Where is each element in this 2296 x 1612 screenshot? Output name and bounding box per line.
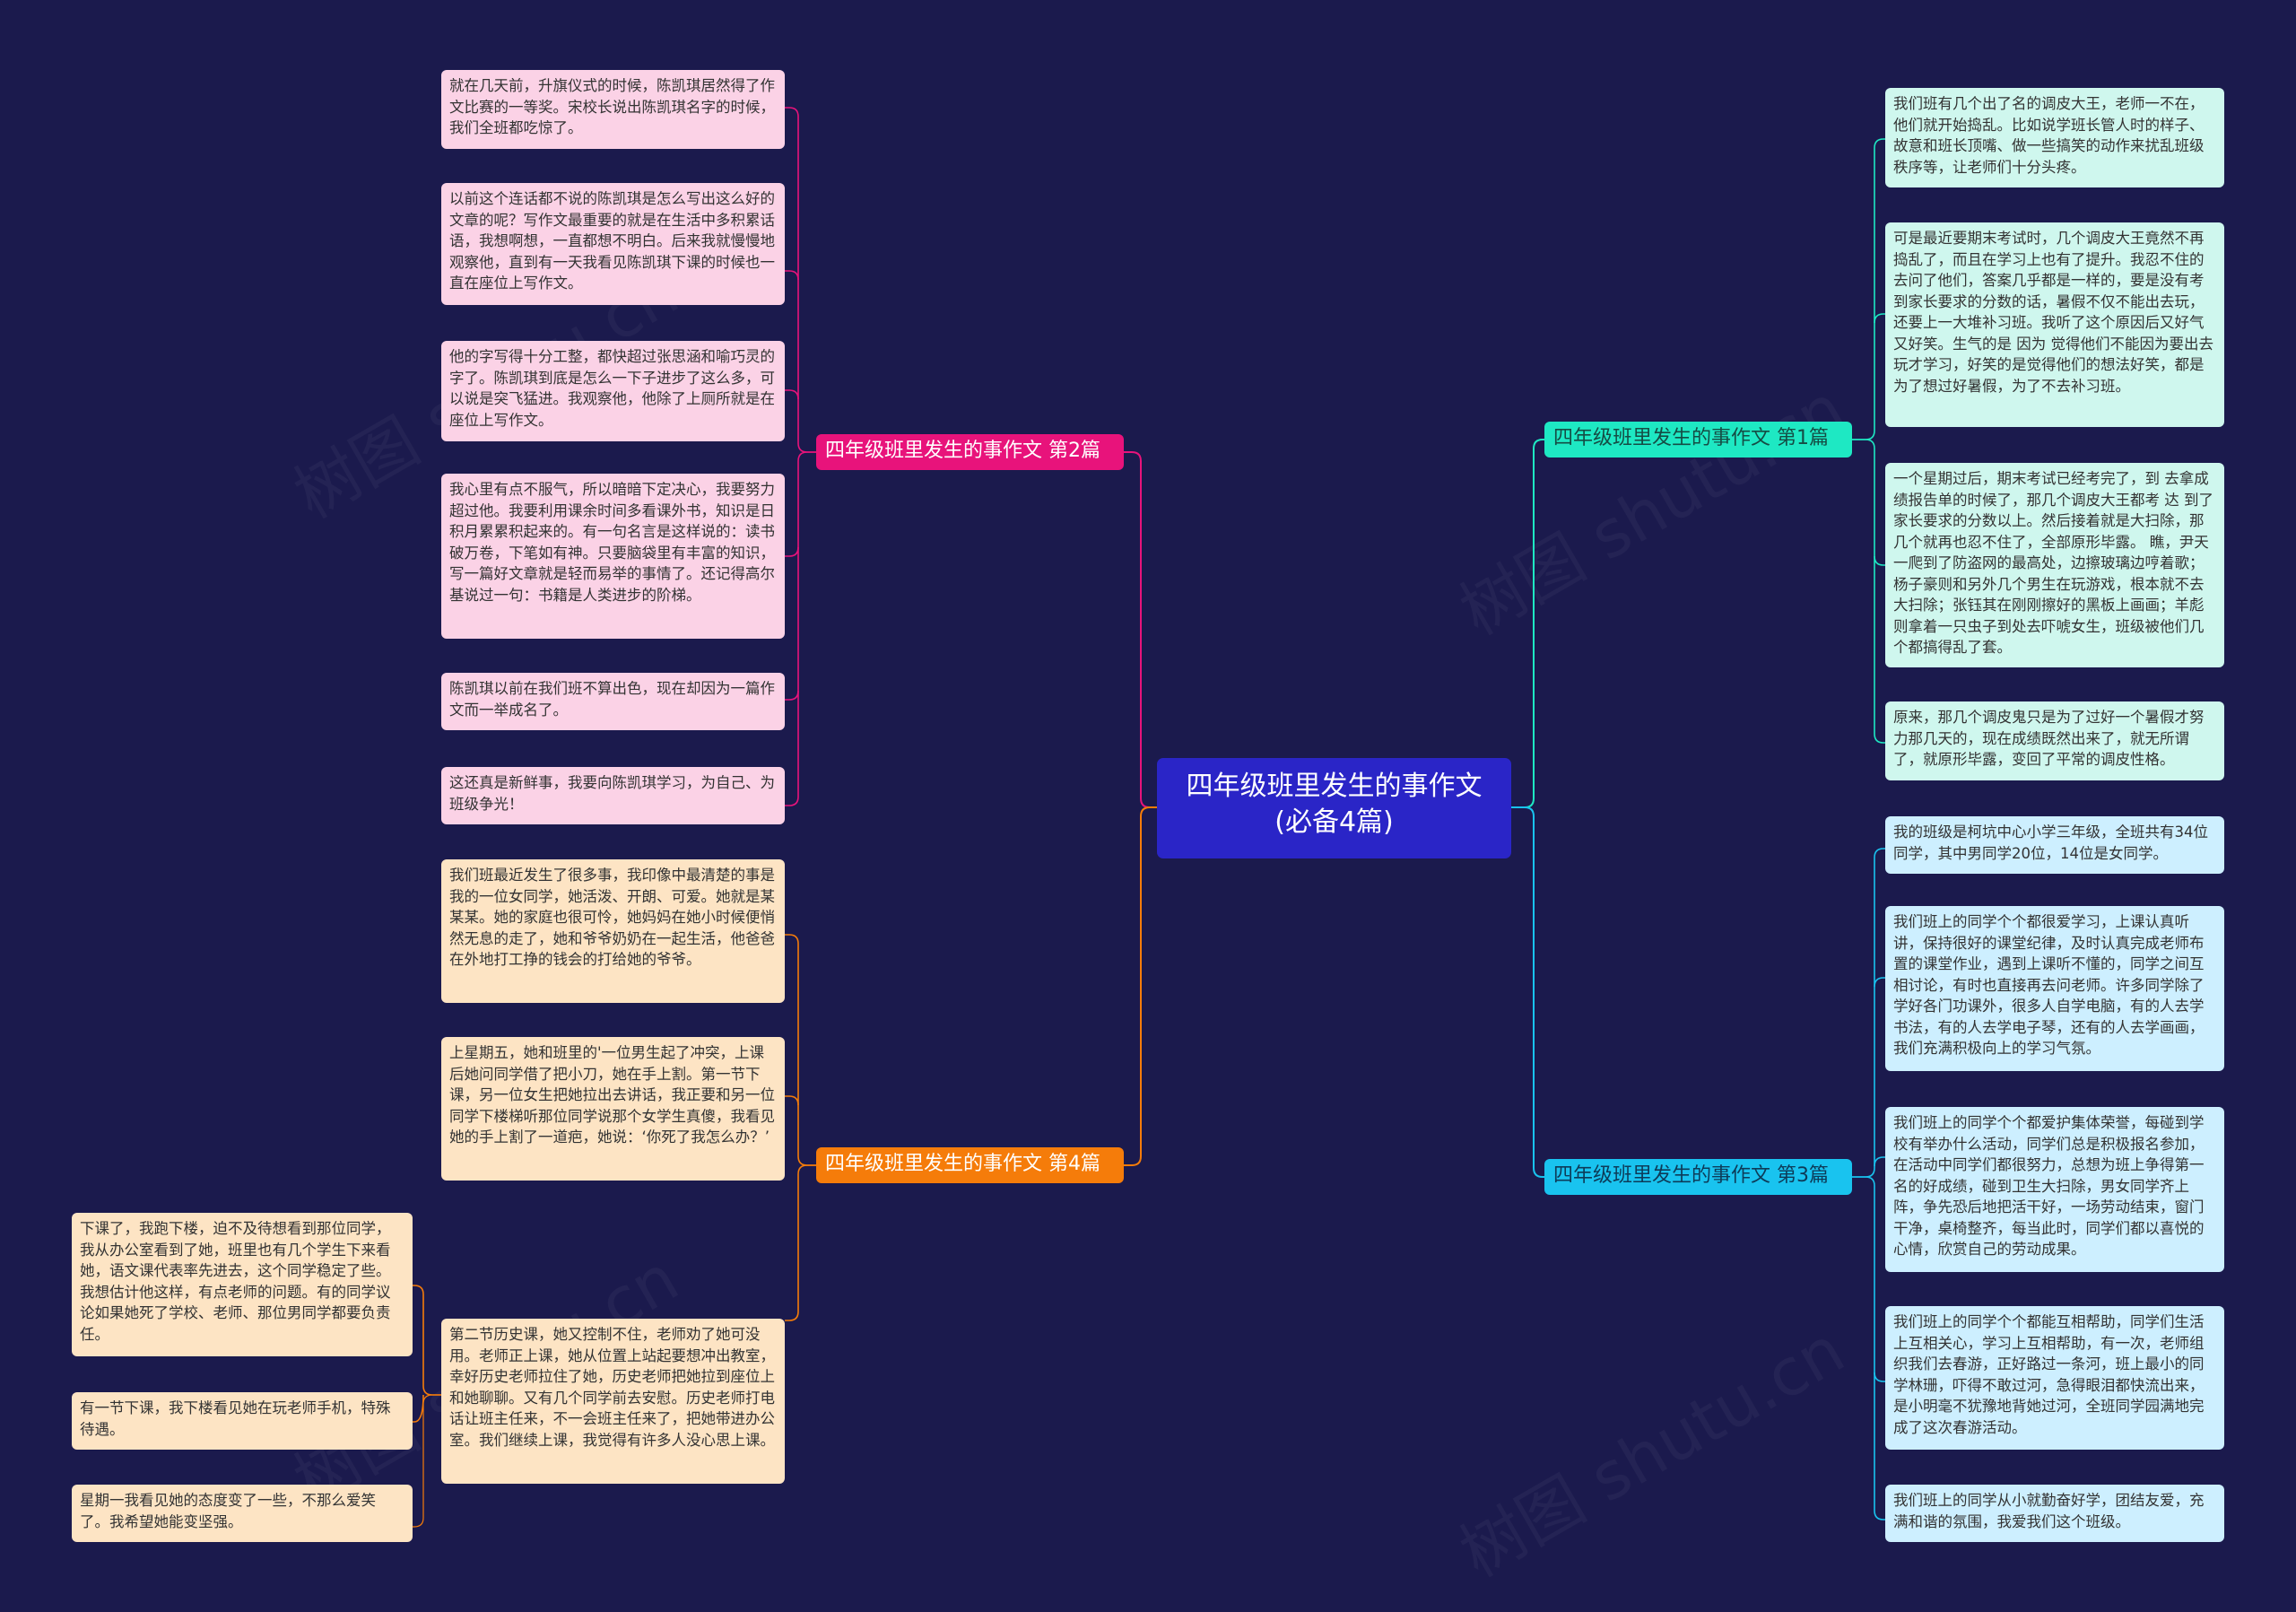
article-2-paragraph-3[interactable]: 他的字写得十分工整，都快超过张思涵和喻巧灵的字了。陈凯琪到底是怎么一下子进步了这…: [441, 341, 785, 441]
article-2-paragraph-5[interactable]: 陈凯琪以前在我们班不算出色，现在却因为一篇作文而一举成名了。: [441, 673, 785, 730]
article-4-paragraph-3[interactable]: 第二节历史课，她又控制不住，老师劝了她可没用。老师正上课，她从位置上站起要想冲出…: [441, 1319, 785, 1484]
article-3-paragraph-4[interactable]: 我们班上的同学个个都能互相帮助，同学们生活上互相关心，学习上互相帮助，有一次，老…: [1885, 1306, 2224, 1450]
article-3-paragraph-2[interactable]: 我们班上的同学个个都很爱学习，上课认真听讲，保持很好的课堂纪律，及时认真完成老师…: [1885, 906, 2224, 1071]
branch-article-3-label: 四年级班里发生的事作文 第3篇: [1553, 1164, 1829, 1187]
article-4-sub-paragraph-2[interactable]: 有一节下课，我下楼看见她在玩老师手机，特殊待遇。: [72, 1392, 413, 1450]
article-1-paragraph-4[interactable]: 原来，那几个调皮鬼只是为了过好一个暑假才努力那几天的，现在成绩既然出来了，就无所…: [1885, 701, 2224, 780]
branch-article-1-label: 四年级班里发生的事作文 第1篇: [1553, 427, 1829, 449]
article-2-paragraph-2[interactable]: 以前这个连话都不说的陈凯琪是怎么写出这么好的文章的呢？写作文最重要的就是在生活中…: [441, 183, 785, 305]
branch-article-3[interactable]: 四年级班里发生的事作文 第3篇: [1544, 1159, 1852, 1195]
article-3-paragraph-5[interactable]: 我们班上的同学从小就勤奋好学，团结友爱，充满和谐的氛围，我爱我们这个班级。: [1885, 1485, 2224, 1542]
branch-article-2[interactable]: 四年级班里发生的事作文 第2篇: [816, 434, 1124, 470]
article-2-paragraph-4[interactable]: 我心里有点不服气，所以暗暗下定决心，我要努力超过他。我要利用课余时间多看课外书，…: [441, 474, 785, 639]
article-4-sub-paragraph-3[interactable]: 星期一我看见她的态度变了一些，不那么爱笑了。我希望她能变坚强。: [72, 1485, 413, 1542]
article-2-paragraph-6[interactable]: 这还真是新鲜事，我要向陈凯琪学习，为自己、为班级争光！: [441, 767, 785, 824]
article-2-paragraph-1[interactable]: 就在几天前，升旗仪式的时候，陈凯琪居然得了作文比赛的一等奖。宋校长说出陈凯琪名字…: [441, 70, 785, 149]
article-3-paragraph-1[interactable]: 我的班级是柯坑中心小学三年级，全班共有34位同学，其中男同学20位，14位是女同…: [1885, 816, 2224, 874]
branch-article-1[interactable]: 四年级班里发生的事作文 第1篇: [1544, 422, 1852, 457]
central-topic-label: 四年级班里发生的事作文(必备4篇): [1186, 771, 1483, 838]
article-3-paragraph-3[interactable]: 我们班上的同学个个都爱护集体荣誉，每碰到学校有举办什么活动，同学们总是积极报名参…: [1885, 1107, 2224, 1272]
branch-article-4[interactable]: 四年级班里发生的事作文 第4篇: [816, 1147, 1124, 1183]
article-1-paragraph-2[interactable]: 可是最近要期末考试时，几个调皮大王竟然不再捣乱了，而且在学习上也有了提升。我忍不…: [1885, 222, 2224, 427]
article-4-sub-paragraph-1[interactable]: 下课了，我跑下楼，迫不及待想看到那位同学，我从办公室看到了她，班里也有几个学生下…: [72, 1213, 413, 1356]
article-1-paragraph-3[interactable]: 一个星期过后，期末考试已经考完了，到 去拿成绩报告单的时候了，那几个调皮大王都考…: [1885, 463, 2224, 667]
branch-article-2-label: 四年级班里发生的事作文 第2篇: [825, 440, 1100, 462]
central-topic[interactable]: 四年级班里发生的事作文(必备4篇): [1157, 758, 1511, 858]
branch-article-4-label: 四年级班里发生的事作文 第4篇: [825, 1153, 1100, 1175]
article-1-paragraph-1[interactable]: 我们班有几个出了名的调皮大王，老师一不在，他们就开始捣乱。比如说学班长管人时的样…: [1885, 88, 2224, 187]
article-4-paragraph-2[interactable]: 上星期五，她和班里的'一位男生起了冲突，上课后她问同学借了把小刀，她在手上割。第…: [441, 1037, 785, 1181]
article-4-paragraph-1[interactable]: 我们班最近发生了很多事，我印像中最清楚的事是我的一位女同学，她活泼、开朗、可爱。…: [441, 859, 785, 1003]
